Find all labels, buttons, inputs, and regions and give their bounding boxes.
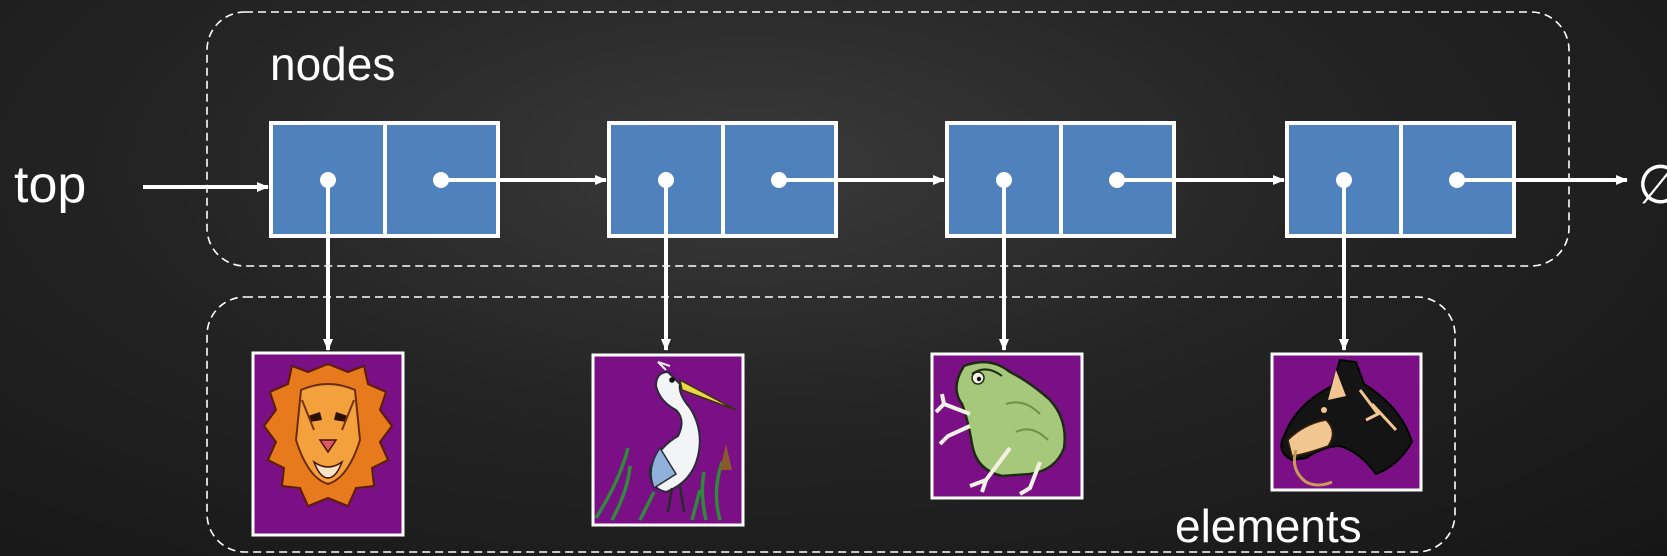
horse-icon bbox=[1280, 358, 1414, 487]
element-1 bbox=[251, 351, 405, 537]
nodes-region bbox=[206, 11, 1570, 267]
element-4 bbox=[1270, 352, 1423, 492]
null-symbol: ∅ bbox=[1637, 155, 1667, 215]
nodes-label: nodes bbox=[270, 38, 395, 90]
lion-icon bbox=[262, 362, 394, 508]
frog-icon bbox=[934, 360, 1066, 496]
top-label: top bbox=[14, 156, 86, 214]
heron-icon bbox=[594, 361, 737, 521]
elements-region bbox=[206, 296, 1456, 553]
element-2 bbox=[591, 353, 745, 527]
elements-label: elements bbox=[1175, 500, 1362, 552]
element-3 bbox=[930, 352, 1084, 500]
